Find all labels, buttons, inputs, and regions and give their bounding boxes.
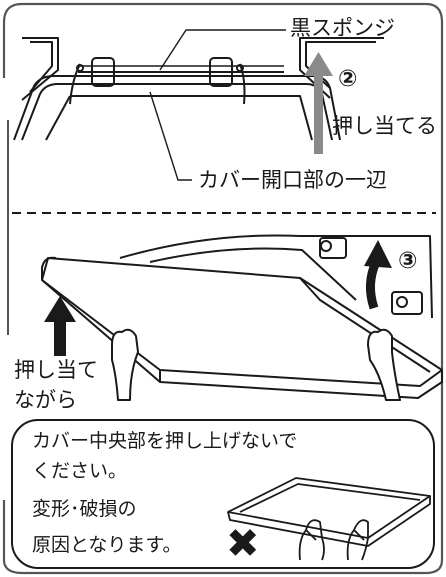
label-black-sponge: 黒スポンジ [290,16,395,40]
push-label-line2: ながら [14,388,77,412]
cover-top-view [13,29,384,181]
step-number-2: ② [338,66,358,92]
warning-line-1: カバー中央部を押し上げないで [32,430,298,452]
curved-arrow-icon [364,240,392,310]
hands-icon [227,477,431,561]
step-action-press: 押し当てる [332,114,437,138]
warning-line-4: 原因となります。 [32,534,182,556]
up-arrow-icon [44,296,76,356]
warning-line-2: ください。 [32,460,128,482]
step-number-3: ③ [398,248,418,274]
warning-line-3: 変形･破損の [32,498,137,520]
hand-left-icon [111,328,139,401]
label-cover-opening-edge: カバー開口部の一辺 [198,168,387,192]
cover-install-view [41,234,443,401]
up-arrow-icon [304,52,333,154]
push-label-line1: 押し当て [14,358,98,382]
cross-mark-icon: ✖ [226,521,260,567]
hand-right-icon [367,328,401,401]
